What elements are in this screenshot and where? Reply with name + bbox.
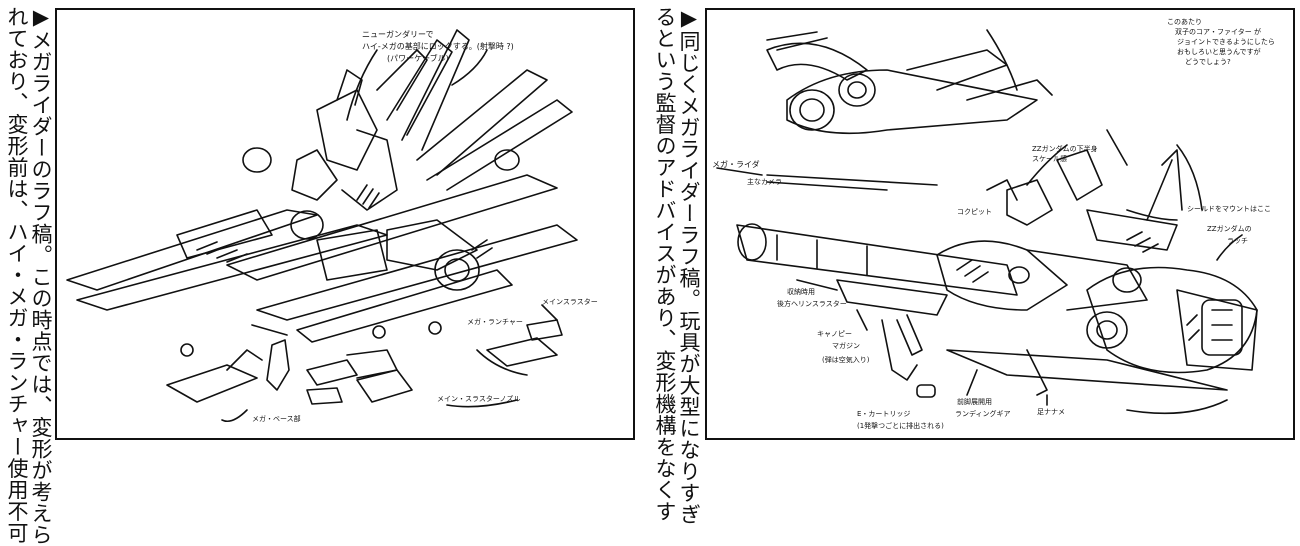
annotation-4: メインスラスター [542, 298, 598, 306]
r-annotation-4: おもしろいと思うんですが [1177, 48, 1261, 56]
annotation-7: メガ・ランチャー [467, 318, 523, 326]
r-annotation-16: E・カートリッジ [857, 410, 911, 418]
r-annotation-23: ラッチ [1227, 237, 1248, 245]
r-annotation-11: 収納時用 [787, 288, 815, 296]
r-annotation-9: ΖΖガンダムの下半身 [1032, 145, 1098, 153]
right-sketch-panel: このあたり 双子のコア・ファイター が ジョイントできるようにしたら おもしろい… [705, 8, 1295, 440]
r-annotation-15: (弾は空気入り) [822, 356, 870, 364]
r-annotation-10: スケール感 [1032, 155, 1067, 163]
left-sketch-panel: ニューガンダリーで ハイ-メガの基部にロックする。(射撃時 ?) (パワーケーブ… [55, 8, 635, 440]
annotation-1: ニューガンダリーで [362, 30, 434, 39]
r-annotation-12: 後方ヘリンスラスター [777, 300, 847, 308]
annotation-3: (パワーケーブル) [387, 54, 449, 63]
r-annotation-20: 足ナナメ [1037, 408, 1065, 416]
r-annotation-13: キャノピー [817, 330, 852, 338]
r-annotation-17: (1発撃つごとに排出される) [857, 422, 944, 430]
mega-rider-rough-sketch-left [66, 29, 578, 423]
r-annotation-19: ランディングギア [955, 410, 1011, 418]
article-page: ▶メガライダーのラフ稿。この時点では、変形が考えら れており、変形前は、ハイ・メ… [5, 5, 1295, 546]
r-annotation-5: どうでしょう? [1185, 58, 1231, 66]
left-caption-col-2: れており、変形前は、ハイ・メガ・ランチャー使用不可 [5, 6, 29, 544]
annotation-5: メガ・ベース部 [252, 415, 301, 423]
r-annotation-22: ΖΖガンダムの [1207, 225, 1252, 233]
right-caption-col-1: ▶同じくメガライダーラフ稿。玩具が大型になりすぎ [677, 6, 701, 525]
r-annotation-21: シールドをマウントはここ [1187, 205, 1271, 213]
left-caption-col-1: ▶メガライダーのラフ稿。この時点では、変形が考えら [29, 5, 53, 546]
right-caption-col-2: るという監督のアドバイスがあり、変形機構をなくす [653, 6, 677, 522]
r-annotation-2: 双子のコア・ファイター が [1175, 28, 1261, 36]
mega-rider-rough-sketch-right [716, 29, 1258, 415]
r-annotation-18: 前脚展開用 [957, 398, 992, 406]
r-annotation-7: 主なカメラ [747, 178, 782, 186]
annotation-2: ハイ-メガの基部にロックする。(射撃時 ?) [362, 42, 514, 51]
annotation-6: メイン・スラスターノズル [437, 395, 521, 403]
r-annotation-8: コクピット [957, 208, 992, 216]
r-annotation-1: このあたり [1167, 18, 1202, 26]
r-annotation-3: ジョイントできるようにしたら [1177, 38, 1275, 46]
r-annotation-6: メガ・ライダ [712, 160, 760, 169]
r-annotation-14: マガジン [832, 342, 860, 350]
